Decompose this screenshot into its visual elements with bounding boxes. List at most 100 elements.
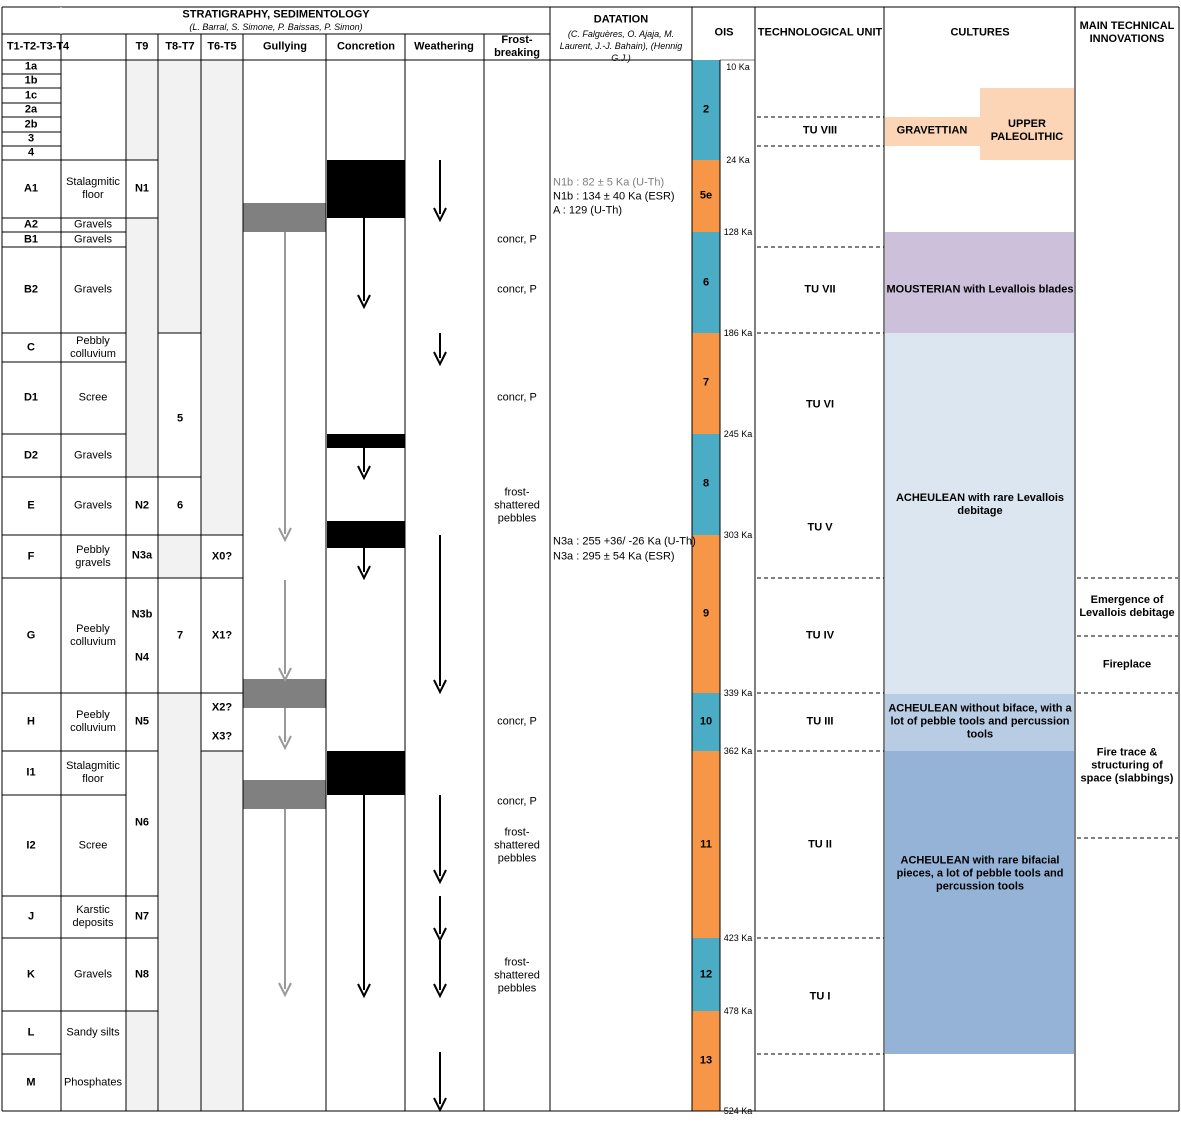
layer-id: 1c — [24, 89, 38, 101]
culture-acheulean-no-biface — [885, 694, 1074, 751]
ois-label: 9 — [702, 607, 710, 620]
concretion-arrow-2-head — [357, 465, 371, 481]
t9-grey-bottom — [126, 1011, 158, 1111]
t9-label: N8 — [134, 968, 150, 981]
t9-label: N7 — [134, 910, 150, 923]
culture-upper-paleolithic — [980, 88, 1074, 160]
layer-id: A1 — [23, 182, 39, 195]
ois-stage-12 — [692, 938, 720, 1011]
layer-id: 2a — [24, 103, 38, 116]
tech-unit: TU VII — [804, 283, 836, 296]
ois-label: 8 — [702, 477, 710, 490]
ois-stage-7 — [692, 333, 720, 434]
ois-label: 13 — [699, 1054, 713, 1067]
layer-desc: Stalagmitic floor — [66, 176, 120, 201]
layer-desc: Peebly colluvium — [70, 622, 116, 648]
layer-id: I2 — [26, 839, 36, 851]
t8t7-label: 5 — [176, 412, 184, 425]
ois-label: 10 — [699, 715, 713, 728]
layer-id: C — [27, 341, 35, 353]
col-t8t7: T8-T7 — [165, 40, 195, 53]
weathering-arrow-5-head — [433, 927, 447, 943]
frost-label: concr, P — [497, 391, 537, 404]
t9-label: N5 — [134, 715, 150, 728]
concretion-arrow-4-head — [357, 983, 371, 999]
stratigraphy-authors: (L. Barral, S. Simone, P. Baissas, P. Si… — [189, 22, 363, 32]
layer-id: B1 — [23, 233, 39, 245]
layer-desc: Gravels — [74, 233, 112, 245]
ois-stage-9 — [692, 535, 720, 693]
innovation-label: Fireplace — [1102, 658, 1152, 671]
layer-desc: Peebly colluvium — [70, 709, 116, 734]
ois-title: OIS — [714, 26, 734, 39]
age-label: 10 Ka — [726, 62, 750, 72]
col-concretion: Concretion — [336, 40, 396, 53]
stratigraphy-title: STRATIGRAPHY, SEDIMENTOLOGY — [182, 8, 370, 21]
col-t6t5: T6-T5 — [207, 40, 237, 53]
weathering-arrow-7-head — [433, 1097, 447, 1113]
col-gullying: Gullying — [263, 40, 307, 53]
ois-stage-6 — [692, 232, 720, 333]
layer-desc: Gravels — [74, 499, 112, 512]
age-label: 339 Ka — [723, 688, 753, 698]
col-t9: T9 — [135, 40, 149, 53]
t9-label: N1 — [134, 182, 150, 195]
innovation-label: Emergence of Levallois debitage — [1079, 594, 1175, 619]
ois-label: 2 — [702, 103, 710, 116]
age-label: 245 Ka — [723, 429, 753, 439]
t9-label: N6 — [134, 816, 150, 829]
t9-grey-top — [126, 60, 158, 160]
ois-stage-11 — [692, 751, 720, 938]
culture-label: UPPER PALEOLITHIC — [990, 118, 1064, 143]
culture-label: GRAVETTIAN — [896, 124, 968, 137]
layer-desc: Gravels — [74, 968, 112, 980]
culture-label: ACHEULEAN with rare Levallois debitage — [895, 492, 1065, 517]
datation-value: A : 129 (U-Th) — [553, 204, 623, 217]
frost-label: concr, P — [497, 795, 537, 808]
col-t1t4: T1-T2-T3-T4 — [6, 40, 70, 53]
layer-id: F — [27, 550, 35, 562]
datation-title: DATATION — [593, 13, 649, 26]
layer-desc: Gravels — [74, 449, 112, 461]
datation-value: N1b : 134 ± 40 Ka (ESR) — [553, 190, 675, 203]
age-label: 128 Ka — [723, 227, 753, 237]
frost-label: concr, P — [497, 233, 537, 246]
datation-authors: (C. Falguères, O. Ajaja, M. Laurent, J.-… — [559, 29, 683, 63]
layer-desc: Pebbly gravels — [75, 543, 111, 569]
gullying-arrow-4-head — [278, 982, 292, 998]
culture-gravettian — [885, 117, 980, 146]
age-label: 478 Ka — [723, 1006, 753, 1016]
layer-desc: Scree — [78, 391, 108, 404]
ois-stage-8 — [692, 434, 720, 535]
layer-desc: Sandy silts — [66, 1026, 120, 1038]
layer-id: D1 — [23, 391, 39, 404]
tech-unit: TU VIII — [802, 124, 838, 137]
frost-label: concr, P — [497, 283, 537, 296]
ois-label: 5e — [699, 189, 713, 202]
age-label: 24 Ka — [726, 155, 750, 165]
weathering-arrow-6-head — [433, 983, 447, 999]
datation-value: N3a : 295 ± 54 Ka (ESR) — [553, 550, 675, 563]
ois-stage-2 — [692, 60, 720, 160]
t9-label: N4 — [134, 651, 150, 664]
t6t5-grey-bottom — [201, 751, 243, 1111]
layer-desc: Gravels — [74, 218, 112, 231]
concretion-arrow-1-head — [357, 294, 371, 310]
t6t5-label: X1? — [211, 629, 233, 642]
layer-id: D2 — [23, 449, 39, 461]
frost-label: frost-shattered pebbles — [494, 956, 540, 995]
gullying-arrow-2-head — [278, 667, 292, 683]
concretion-bar-a1 — [327, 160, 405, 218]
weathering-arrow-2-head — [433, 351, 447, 367]
concretion-bar-f — [327, 521, 405, 548]
innovation-label: Fire trace & structuring of space (slabb… — [1080, 746, 1174, 785]
innovations-title: MAIN TECHNICAL INNOVATIONS — [1079, 20, 1175, 45]
culture-label: MOUSTERIAN with Levallois blades — [886, 283, 1074, 296]
layer-id: 1a — [24, 60, 38, 73]
age-label: 423 Ka — [723, 933, 753, 943]
layer-id: K — [27, 968, 35, 980]
ois-stage-10 — [692, 693, 720, 751]
ois-label: 11 — [700, 838, 712, 851]
layer-id: 4 — [27, 146, 35, 159]
